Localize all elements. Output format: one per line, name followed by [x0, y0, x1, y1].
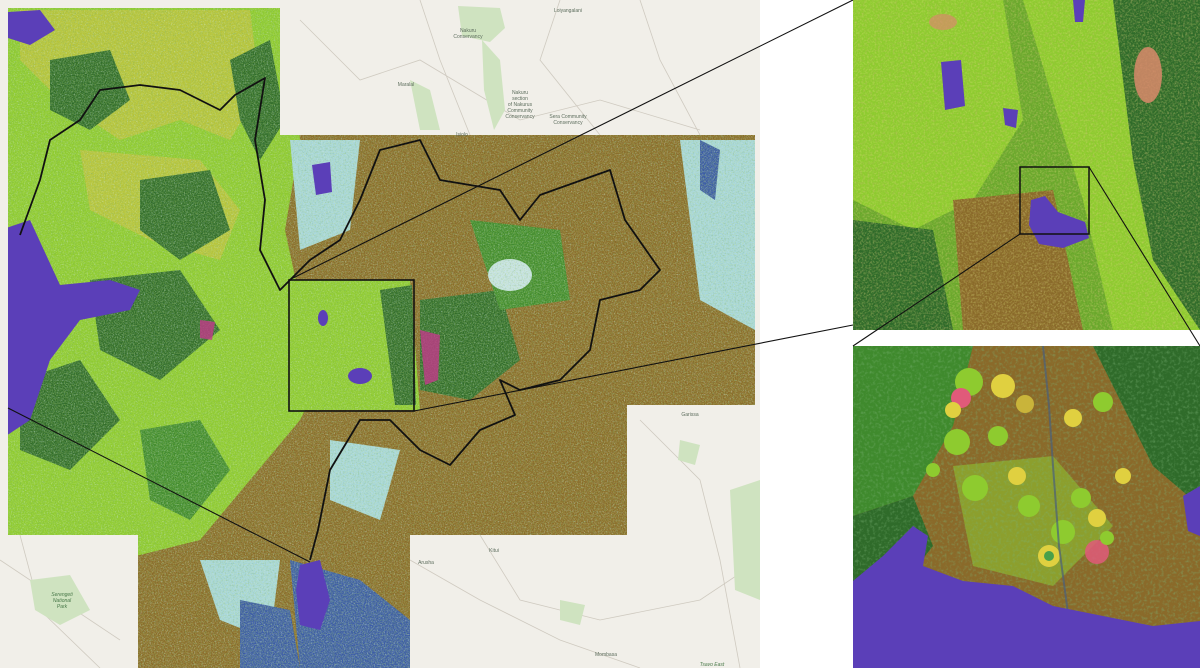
basemap-label: Serengeti National Park [51, 592, 73, 610]
basemap-label: Loiyangalani [553, 8, 583, 14]
zoom-panel-1[interactable] [853, 0, 1200, 330]
main-map-svg [0, 0, 760, 668]
zoom-panel-2-svg [853, 346, 1200, 668]
pivot-fields [926, 368, 1131, 567]
basemap-label: Nakuru Conservancy [453, 28, 483, 40]
zoom-panel-1-svg [853, 0, 1200, 330]
basemap-label: Garissa [681, 412, 699, 418]
basemap-label: Sera Community Conservancy [549, 114, 587, 126]
basemap-label: Tsavo East [699, 662, 725, 668]
zoom-panel-2[interactable] [853, 346, 1200, 668]
basemap-label: Kitui [489, 548, 499, 554]
basemap-label: Maralal [397, 82, 415, 88]
basemap-label: Isiolo [456, 132, 468, 138]
basemap-label: Arusha [418, 560, 434, 566]
lake-victoria [8, 220, 140, 440]
lake-water [853, 526, 1200, 668]
basemap-label: Mombasa [595, 652, 617, 658]
